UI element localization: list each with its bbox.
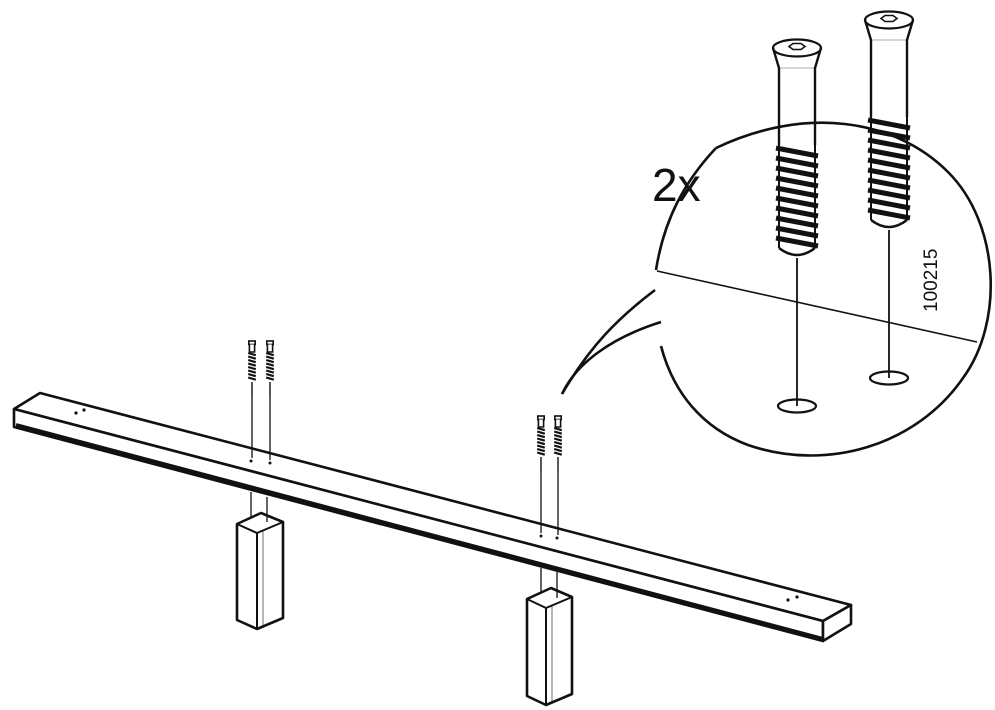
screw-right-a bbox=[536, 414, 546, 473]
leg-left bbox=[235, 492, 285, 631]
screw-left-b bbox=[265, 339, 275, 398]
leg-right bbox=[525, 568, 574, 707]
part-number-label: 100215 bbox=[921, 249, 942, 312]
quantity-label: 2x bbox=[652, 159, 701, 211]
rail-beam bbox=[12, 391, 853, 643]
callout-screws bbox=[773, 12, 913, 414]
screw-right-b bbox=[553, 414, 563, 473]
screw-left-a bbox=[247, 339, 257, 398]
